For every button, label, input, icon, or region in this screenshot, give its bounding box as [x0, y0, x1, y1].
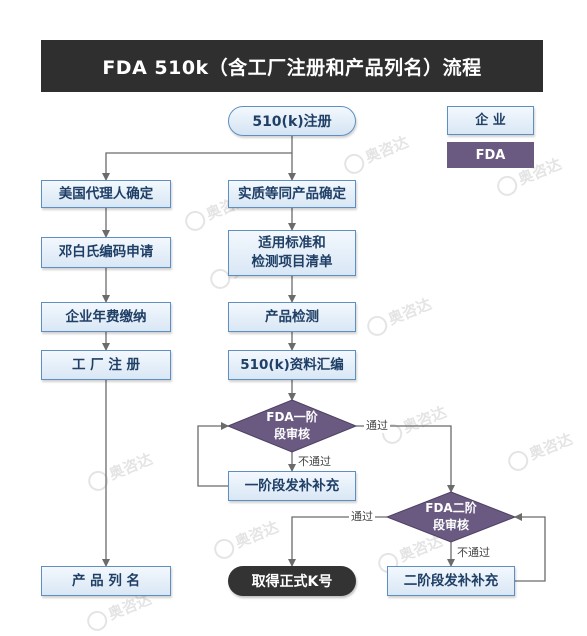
step-equivalent-product: 实质等同产品确定 [228, 180, 356, 208]
edge-label-review2-pass: 通过 [349, 510, 375, 524]
standards-line-2: 检测项目清单 [251, 254, 333, 270]
page-title: FDA 510k（含工厂注册和产品列名）流程 [41, 40, 543, 92]
edge-label-review1-pass: 通过 [364, 419, 390, 433]
edge-supplement2-back [514, 513, 546, 582]
edge-label-review1-fail: 不通过 [296, 455, 333, 469]
review1-line-1: FDA一阶 [266, 410, 318, 424]
review2-diamond [385, 491, 517, 543]
edge-start-to-agent [102, 152, 292, 181]
step-standards-list: 适用标准和 检测项目清单 [228, 230, 356, 276]
step-510k-compile: 510(k)资料汇编 [228, 350, 356, 380]
review1-label: FDA一阶 段审核 [252, 406, 332, 446]
legend-company: 企 业 [447, 106, 534, 135]
review1-line-2: 段审核 [273, 427, 310, 441]
review2-label: FDA二阶 段审核 [411, 497, 491, 537]
start-pill: 510(k)注册 [228, 106, 356, 136]
edge-review2-pass [288, 516, 387, 567]
edge-supplement1-back [197, 422, 229, 487]
edge-label-review2-fail: 不通过 [455, 546, 492, 560]
step-us-agent: 美国代理人确定 [41, 180, 171, 208]
standards-line-1: 适用标准和 [258, 235, 326, 251]
legend-fda: FDA [447, 142, 534, 168]
edge-review1-pass [356, 425, 455, 493]
step-duns-application: 邓白氏编码申请 [41, 237, 171, 268]
review2-line-2: 段审核 [432, 518, 469, 532]
step-supplement-2: 二阶段发补补充 [387, 566, 515, 596]
review1-diamond [226, 399, 358, 453]
step-product-listing: 产 品 列 名 [41, 566, 171, 596]
review2-line-1: FDA二阶 [425, 501, 477, 515]
step-product-testing: 产品检测 [228, 302, 356, 332]
end-pill: 取得正式K号 [228, 566, 356, 596]
step-annual-fee: 企业年费缴纳 [41, 302, 171, 332]
step-supplement-1: 一阶段发补补充 [228, 471, 356, 501]
step-factory-registration: 工 厂 注 册 [41, 350, 171, 380]
